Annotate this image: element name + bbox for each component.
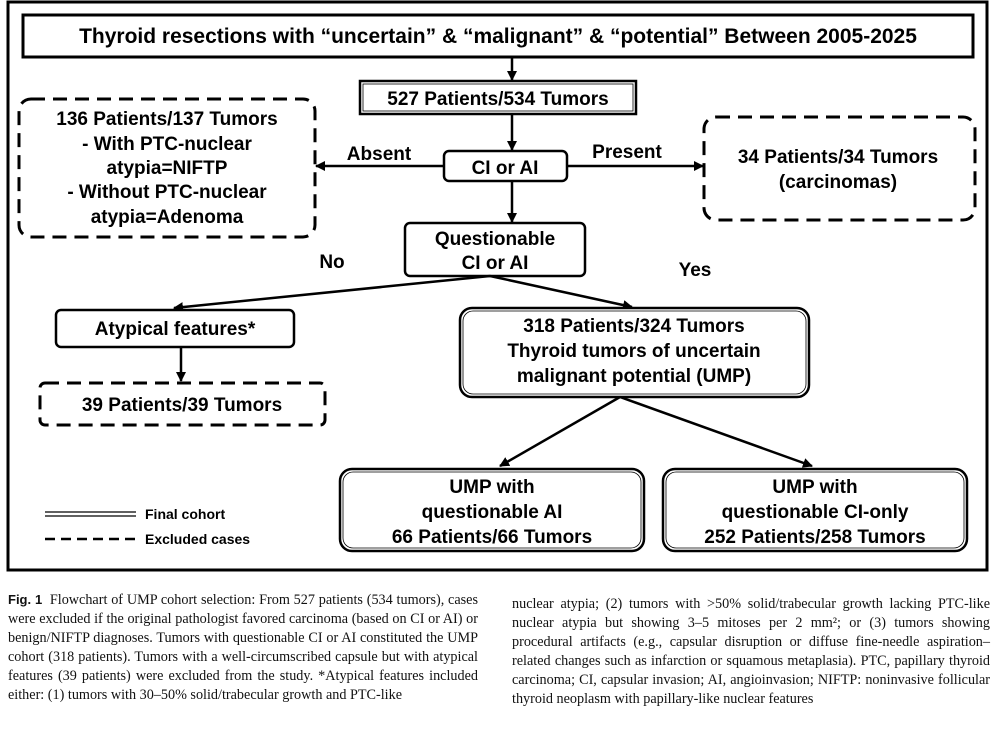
arrow-no (173, 274, 491, 313)
no-label: No (319, 252, 344, 273)
ump-line-3: malignant potential (UMP) (517, 366, 751, 387)
legend-final-label: Final cohort (145, 506, 225, 522)
start-box-inner (362, 83, 634, 112)
legend-excluded-label: Excluded cases (145, 531, 250, 547)
figure-label: Fig. 1 (8, 592, 43, 607)
ump-ai-box (338, 467, 646, 553)
arrow-ump-to-ci (619, 395, 813, 468)
decision2-line-1: Questionable (435, 229, 555, 250)
absent-label: Absent (347, 144, 412, 165)
title-text: Thyroid resections with “uncertain” & “m… (79, 25, 917, 48)
excluded-benign-box (17, 97, 317, 239)
ump-ci-line-1: UMP with (772, 477, 857, 498)
ump-ci-box (661, 467, 969, 553)
atypical-box (54, 308, 296, 349)
excluded-benign-line-3: atypia=NIFTP (107, 158, 228, 179)
excluded-benign-line-2: - With PTC-nuclear (82, 134, 252, 155)
ump-ci-box-inner (665, 471, 965, 549)
excluded-atypical-text: 39 Patients/39 Tumors (82, 395, 282, 416)
excluded-benign-line-5: atypia=Adenoma (91, 207, 244, 228)
excluded-carcinoma-line-2: (carcinomas) (779, 172, 897, 193)
caption-left: Fig. 1 Flowchart of UMP cohort selection… (8, 590, 478, 705)
ump-ai-box-inner (342, 471, 642, 549)
title-box (21, 13, 975, 59)
excluded-carcinoma-line-1: 34 Patients/34 Tumors (738, 147, 938, 168)
excluded-benign-line-4: - Without PTC-nuclear (67, 182, 267, 203)
ump-ci-line-2: questionable CI-only (722, 502, 909, 523)
caption-left-text: Flowchart of UMP cohort selection: From … (8, 592, 478, 703)
ump-line-1: 318 Patients/324 Tumors (523, 316, 744, 337)
excluded-carcinoma-box (702, 115, 977, 222)
present-label: Present (592, 142, 662, 163)
excluded-benign-line-1: 136 Patients/137 Tumors (56, 109, 277, 130)
ump-box (458, 306, 811, 399)
ump-ci-line-3: 252 Patients/258 Tumors (704, 527, 925, 548)
ump-ai-line-3: 66 Patients/66 Tumors (392, 527, 592, 548)
yes-label: Yes (679, 260, 712, 281)
decision2-line-2: CI or AI (462, 253, 529, 274)
arrow-yes (489, 274, 633, 310)
excluded-atypical-box (38, 381, 327, 427)
start-text: 527 Patients/534 Tumors (387, 89, 608, 110)
ump-line-2: Thyroid tumors of uncertain (507, 341, 760, 362)
ump-ai-line-2: questionable AI (422, 502, 563, 523)
decision1-text: CI or AI (472, 158, 539, 179)
start-box (358, 79, 638, 116)
ump-box-inner (462, 310, 807, 395)
outer-frame (6, 0, 989, 572)
arrow-ump-to-ai (499, 395, 621, 468)
atypical-text: Atypical features* (95, 319, 256, 340)
caption-right: nuclear atypia; (2) tumors with >50% sol… (512, 596, 990, 707)
ump-ai-line-1: UMP with (449, 477, 534, 498)
